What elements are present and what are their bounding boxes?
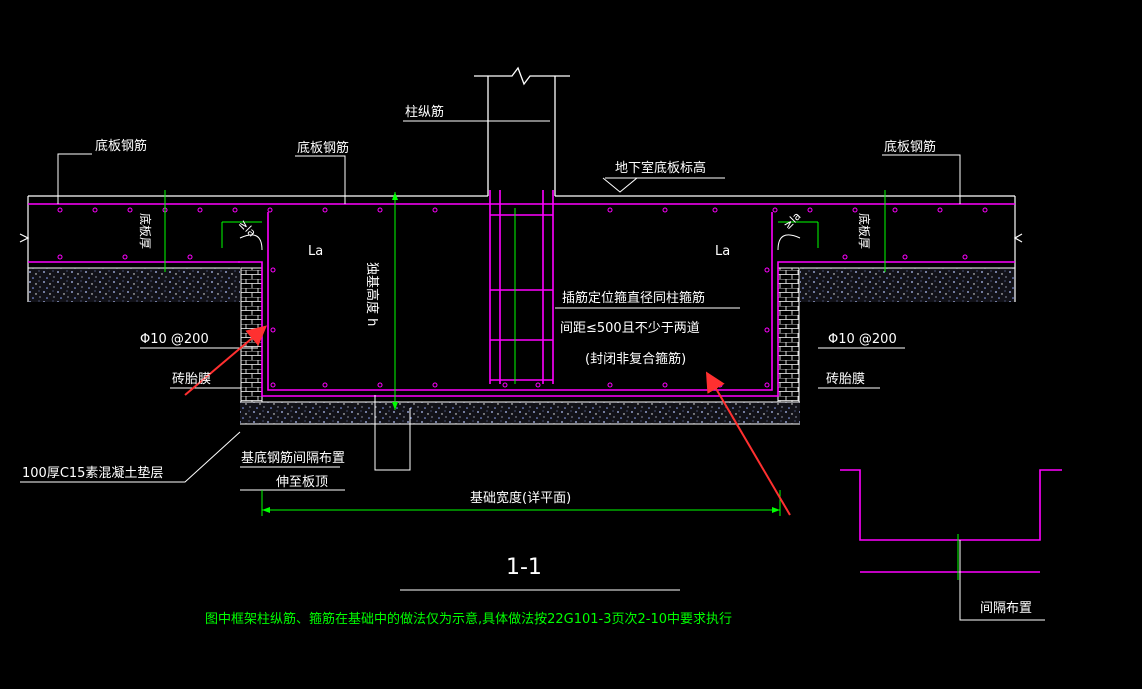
- label-rebar-spec-left: Φ10 @200: [140, 332, 209, 347]
- label-la-right: La: [715, 244, 730, 259]
- dimension-ticks: [262, 192, 780, 513]
- label-slab-rebar-right: 底板钢筋: [884, 139, 936, 155]
- label-extend-to-top: 伸至板顶: [276, 475, 328, 490]
- label-base-rebar-spacing: 基底钢筋间隔布置: [241, 450, 345, 466]
- label-brick-form-right: 砖胎膜: [826, 372, 865, 387]
- label-la-left: La: [308, 244, 323, 259]
- label-anchor-right: ≥la: [781, 209, 804, 232]
- label-column-rebar: 柱纵筋: [405, 104, 444, 120]
- label-foundation-height: 独基高度 h: [364, 262, 380, 326]
- column: [474, 66, 570, 196]
- label-slab-rebar-left: 底板钢筋: [95, 138, 147, 154]
- rebar-dots: [57, 207, 988, 388]
- label-cushion: 100厚C15素混凝土垫层: [22, 465, 163, 481]
- annotation-arrows: [184, 325, 791, 516]
- brick-formwork: [240, 267, 800, 403]
- dimension-lines: [164, 190, 959, 580]
- label-foundation-width: 基础宽度(详平面): [470, 490, 571, 506]
- label-anchor-left: ≥la: [236, 217, 259, 240]
- label-rebar-spec-right: Φ10 @200: [828, 332, 897, 347]
- label-slab-rebar-mid: 底板钢筋: [297, 140, 349, 156]
- leader-lines: [20, 120, 1045, 621]
- slab-outline: [19, 195, 1023, 302]
- label-spacing-note-2: (封闭非复合箍筋): [585, 351, 686, 367]
- label-basement-slab-elevation: 地下室底板标高: [615, 160, 706, 176]
- slab-concrete: [28, 267, 1015, 425]
- label-brick-form-left: 砖胎膜: [172, 372, 211, 387]
- label-slab-thickness-right: 底板厚: [857, 213, 872, 249]
- label-section-name: 1-1: [506, 555, 542, 580]
- label-spacing-note-1: 间距≤500且不少于两道: [560, 321, 700, 336]
- label-positioning-stirrup: 插筋定位箍直径同柱箍筋: [562, 290, 705, 306]
- rebar: [28, 190, 1062, 573]
- label-interval-layout: 间隔布置: [980, 601, 1032, 616]
- label-slab-thickness-left: 底板厚: [138, 213, 153, 249]
- anchor-hooks: [239, 234, 801, 251]
- drawing-note: 图中框架柱纵筋、箍筋在基础中的做法仅为示意,具体做法按22G101-3页次2-1…: [205, 611, 732, 627]
